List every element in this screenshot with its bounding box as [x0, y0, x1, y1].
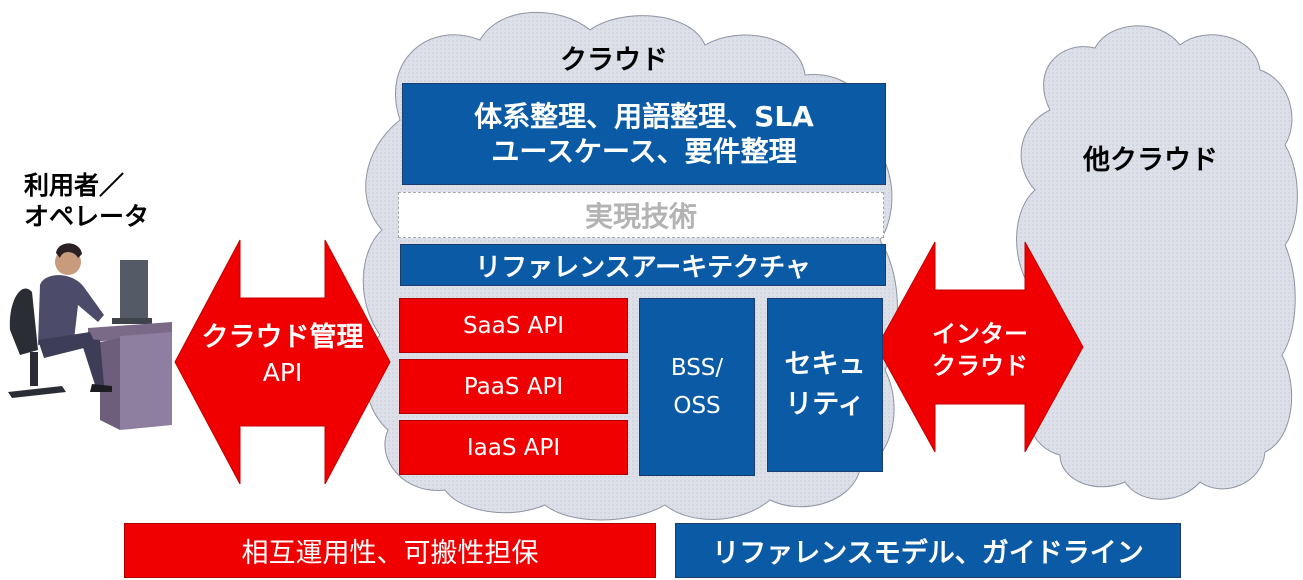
iaas-api-box: IaaS API — [399, 420, 628, 475]
bss-oss-box: BSS/ OSS — [639, 298, 755, 476]
security-line1: セキュ — [784, 349, 866, 380]
mgmt-line1: クラウド管理 — [201, 322, 364, 353]
interoperability-portability-box: 相互運用性、可搬性担保 — [124, 523, 656, 578]
saas-api-box: SaaS API — [399, 298, 628, 353]
mgmt-line2: API — [262, 358, 303, 387]
inter-line1: インター — [932, 320, 1028, 348]
user-label-line2: オペレータ — [24, 202, 150, 232]
interoperability-label: 相互運用性、可搬性担保 — [241, 538, 539, 569]
reference-model-guideline-box: リファレンスモデル、ガイドライン — [675, 523, 1181, 578]
architecture-requirements-box: 体系整理、用語整理、SLA ユースケース、要件整理 — [402, 83, 886, 185]
saas-api-label: SaaS API — [462, 312, 565, 339]
other-cloud-label: 他クラウド — [1083, 145, 1218, 176]
realization-label: 実現技術 — [584, 200, 697, 233]
user-label-line1: 利用者／ — [24, 171, 125, 200]
paas-api-label: PaaS API — [463, 373, 564, 400]
user-label: 利用者／ オペレータ — [24, 170, 149, 233]
other-cloud-shape — [1016, 25, 1298, 500]
inter-cloud-label: インター クラウド — [895, 318, 1065, 382]
bss-line1: BSS/ — [670, 355, 724, 381]
inter-cloud-arrow — [876, 241, 1084, 453]
security-line2: リティ — [785, 389, 865, 420]
operator-at-desk-icon — [8, 243, 172, 430]
top-box-line1: 体系整理、用語整理、SLA — [474, 100, 814, 133]
paas-api-box: PaaS API — [399, 359, 628, 414]
cloud-management-api-label: クラウド管理 API — [175, 320, 390, 390]
reference-architecture-label: リファレンスアーキテクチャ — [475, 252, 811, 283]
reference-model-label: リファレンスモデル、ガイドライン — [712, 538, 1144, 569]
realization-technology-box: 実現技術 — [398, 192, 884, 238]
security-box: セキュ リティ — [767, 298, 883, 472]
top-box-line2: ユースケース、要件整理 — [491, 135, 797, 168]
bss-line2: OSS — [673, 393, 721, 419]
iaas-api-label: IaaS API — [466, 434, 561, 461]
reference-architecture-box: リファレンスアーキテクチャ — [400, 244, 886, 286]
cloud-management-arrow — [174, 239, 391, 485]
inter-line2: クラウド — [932, 352, 1028, 380]
cloud-label: クラウド — [560, 45, 668, 76]
